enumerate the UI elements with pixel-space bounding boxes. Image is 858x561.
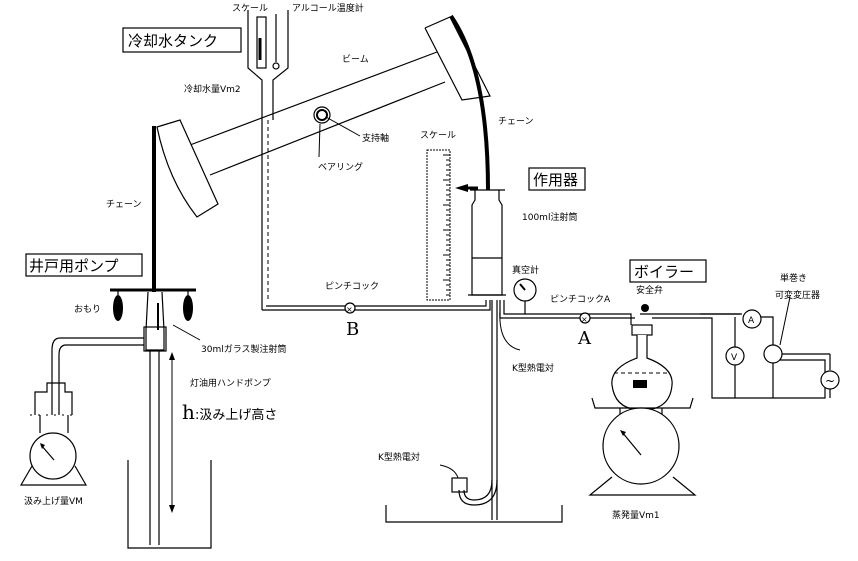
- glass-syringe-30ml: [145, 291, 165, 351]
- pinch-cock-label: ピンチコック: [325, 281, 379, 292]
- evaporation-volume-label: 蒸発量Vm1: [612, 509, 660, 521]
- syringe-100ml: [471, 190, 503, 296]
- thermocouple-bottom-label: K型熱電対: [378, 451, 420, 463]
- water-tray: [385, 505, 563, 523]
- variable-transformer-icon: [763, 344, 783, 364]
- transformer-label-line2: 可変変圧器: [775, 289, 820, 301]
- voltmeter-icon: [725, 346, 745, 366]
- beam: ビーム 支持軸 ベアリング: [156, 16, 491, 218]
- ac-source-label: ~: [825, 374, 835, 388]
- chain-left-label: チェーン: [106, 199, 142, 210]
- chain-right-label: チェーン: [498, 116, 534, 127]
- pinch-cock-a-label: ピンチコックA: [550, 294, 611, 305]
- ammeter-label: A: [748, 316, 755, 326]
- bearing-label: ベアリング: [318, 161, 363, 173]
- actuator: 作用器 スケール 100ml注射筒: [420, 130, 586, 301]
- bearing-icon: [313, 106, 331, 124]
- syringe-100ml-label: 100ml注射筒: [522, 211, 577, 223]
- valve-a-label: A: [577, 328, 592, 349]
- valve-b-label: B: [346, 319, 359, 340]
- valve-b-icon[interactable]: [344, 302, 356, 314]
- boiler-scale-icon: [602, 407, 680, 485]
- cooling-water-tank: 冷却水タンク スケール アルコール温度計 冷却水量Vm2: [122, 2, 364, 310]
- safety-valve-label: 安全弁: [636, 284, 663, 296]
- chain-right: [449, 14, 490, 191]
- kerosene-pump-label: 灯油用ハンドポンプ: [190, 377, 271, 389]
- boiler-title-box: [629, 259, 707, 283]
- well-pump-title-box: [25, 253, 143, 277]
- cooling-water-volume-label: 冷却水量Vm2: [184, 83, 241, 95]
- power-circuit: A V ~ 単巻き 可変変圧器: [652, 272, 840, 399]
- weight-left-icon: [113, 295, 123, 321]
- scale-top-label: スケール: [232, 3, 268, 14]
- svg-text:×: ×: [581, 315, 588, 324]
- scale-mid-label: スケール: [420, 130, 456, 141]
- valve-a-icon[interactable]: [579, 312, 591, 324]
- pumped-volume-label: 汲み上げ量VM: [24, 496, 83, 507]
- beam-left-head: [156, 119, 219, 218]
- well-pump-title: 井戸用ポンプ: [29, 257, 119, 275]
- cooling-tank-title-box: [122, 27, 242, 53]
- weight-label: おもり: [74, 304, 101, 315]
- cooling-tank-title: 冷却水タンク: [128, 32, 218, 50]
- boiler: ボイラー 安全弁 蒸発量Vm1: [588, 259, 707, 521]
- actuator-title-box: [528, 167, 586, 191]
- voltmeter-label: V: [731, 353, 738, 363]
- oil-tank: [127, 460, 212, 549]
- svg-text:×: ×: [346, 305, 353, 314]
- pump-scale-icon: [29, 432, 77, 480]
- tank-scale: [256, 16, 267, 69]
- well-pump: 井戸用ポンプ おもり 30mlガラス製注射筒 灯油用ハンドポンプ h :汲み上げ…: [19, 253, 287, 549]
- lift-height-label: :汲み上げ高さ: [195, 407, 277, 423]
- beam-right-head: [424, 16, 491, 101]
- thermocouple-top-label: K型熱電対: [512, 362, 554, 374]
- pivot-label: 支持軸: [362, 132, 389, 144]
- boiler-title: ボイラー: [634, 263, 694, 281]
- glass-syringe-label: 30mlガラス製注射筒: [201, 343, 287, 355]
- ammeter-icon: [742, 309, 762, 329]
- weight-right-icon: [183, 295, 193, 321]
- transformer-label-line1: 単巻き: [780, 272, 807, 284]
- beam-label: ビーム: [342, 54, 369, 65]
- safety-valve-icon: [641, 304, 649, 312]
- lift-height-symbol: h: [182, 400, 195, 424]
- actuator-title: 作用器: [533, 171, 578, 189]
- vacuum-gauge-label: 真空計: [512, 264, 539, 276]
- alcohol-thermometer-label: アルコール温度計: [292, 2, 364, 14]
